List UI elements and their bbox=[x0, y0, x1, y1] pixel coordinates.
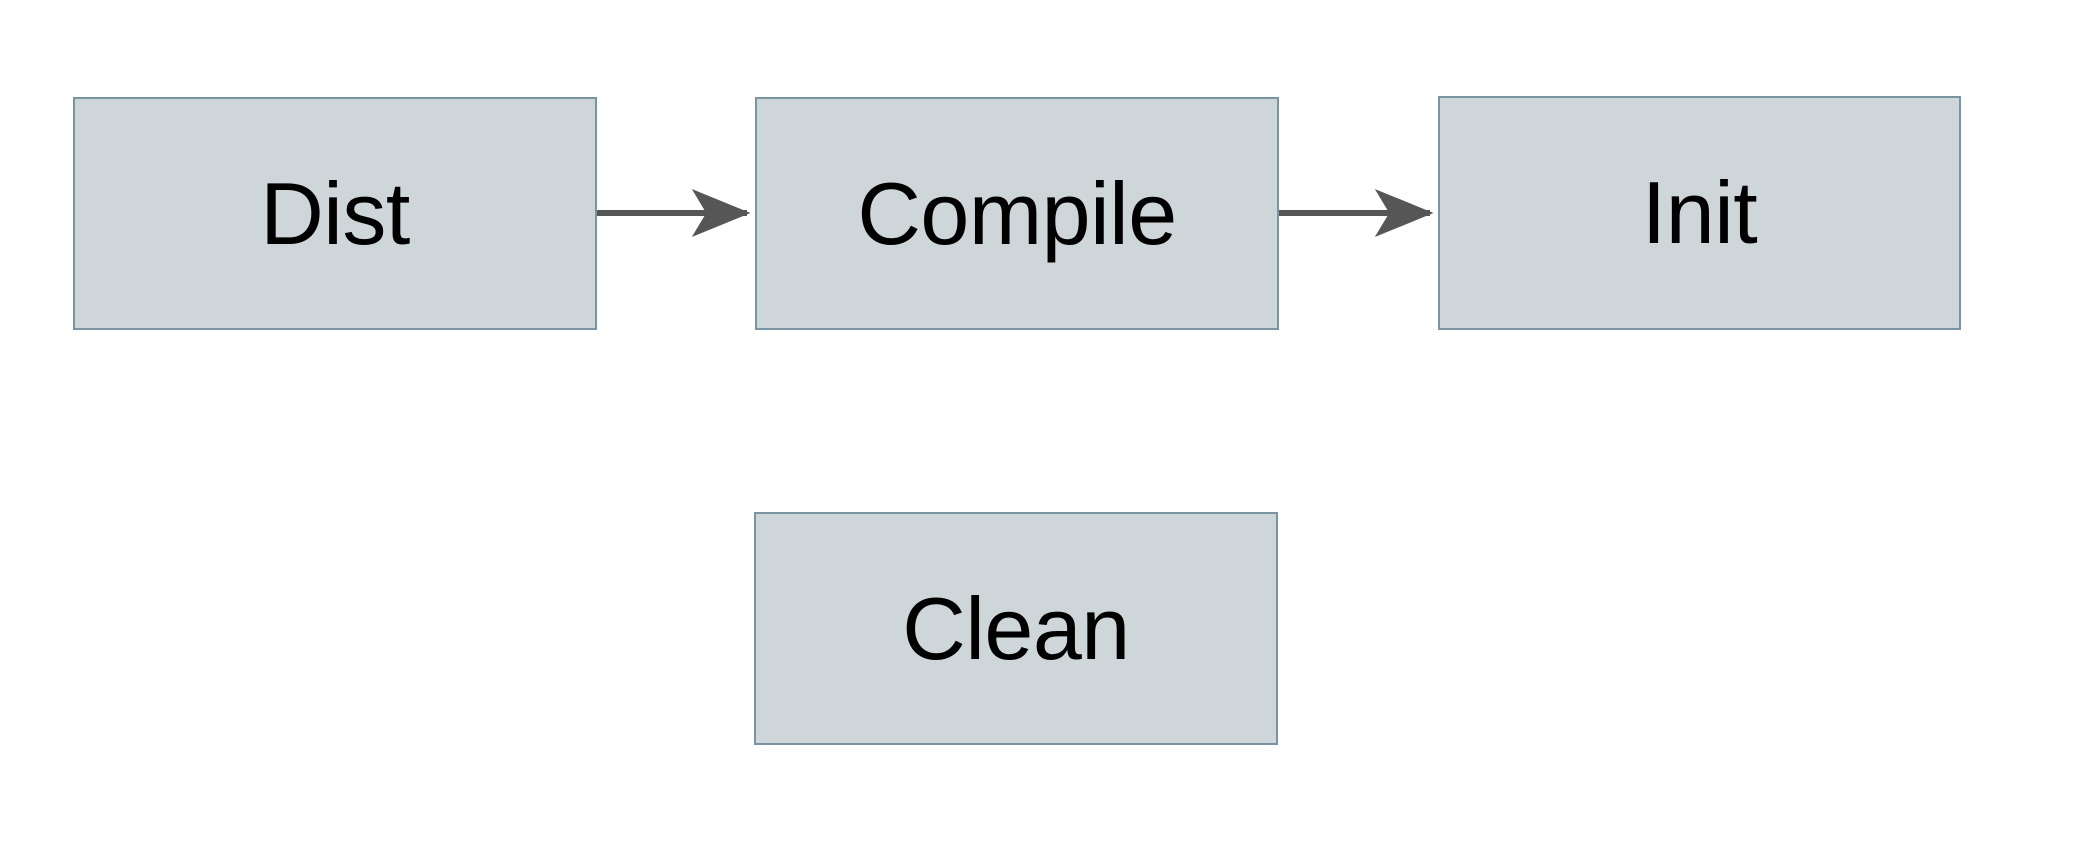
node-clean-label: Clean bbox=[902, 578, 1130, 678]
node-dist-label: Dist bbox=[260, 163, 410, 263]
node-clean[interactable]: Clean bbox=[754, 512, 1278, 745]
node-init[interactable]: Init bbox=[1438, 96, 1961, 330]
node-dist[interactable]: Dist bbox=[73, 97, 597, 330]
node-compile-label: Compile bbox=[857, 163, 1177, 263]
node-compile[interactable]: Compile bbox=[755, 97, 1279, 330]
node-init-label: Init bbox=[1641, 163, 1758, 262]
